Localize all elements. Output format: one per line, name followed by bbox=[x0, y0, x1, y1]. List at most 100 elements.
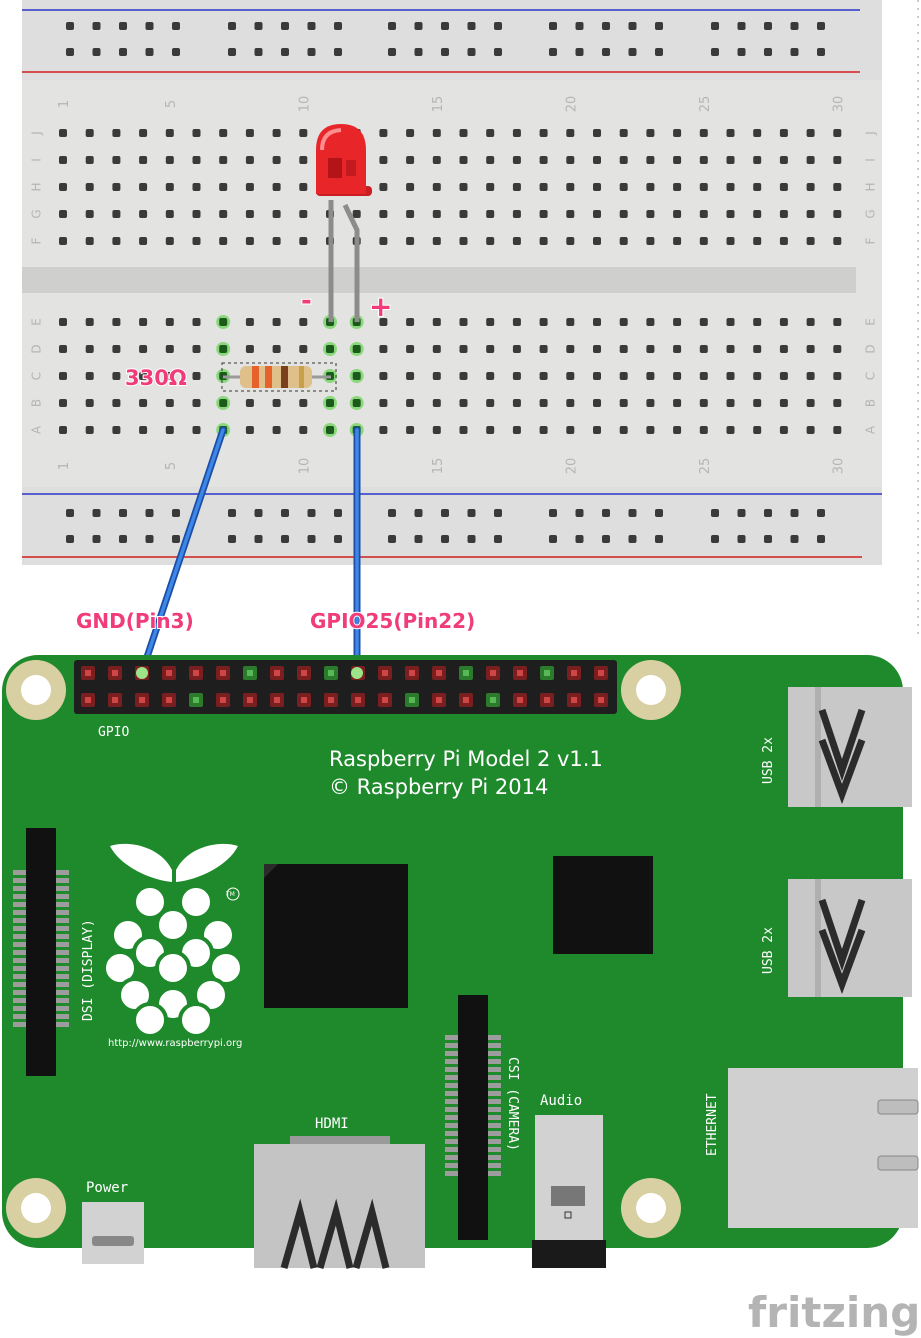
audio-jack-window bbox=[551, 1186, 585, 1206]
dsi-contact bbox=[13, 926, 26, 931]
breadboard-hole bbox=[833, 237, 842, 245]
gpio-pin-connected bbox=[136, 667, 148, 679]
power-rail-hole bbox=[92, 48, 101, 56]
power-rail-hole bbox=[737, 48, 746, 56]
resistor-band-3 bbox=[281, 366, 288, 388]
soc-chip bbox=[264, 864, 408, 1008]
board-title-line2: © Raspberry Pi 2014 bbox=[329, 775, 548, 799]
breadboard-hole bbox=[699, 183, 708, 191]
dsi-contact bbox=[13, 894, 26, 899]
raspberry-berry bbox=[178, 884, 214, 920]
breadboard-hole bbox=[833, 156, 842, 164]
power-rail-hole bbox=[494, 22, 502, 30]
csi-contact bbox=[488, 1067, 501, 1072]
row-letter: E bbox=[30, 318, 44, 326]
breadboard-hole bbox=[699, 129, 708, 137]
breadboard-hole bbox=[85, 129, 94, 137]
breadboard-hole bbox=[192, 318, 201, 326]
resistor-band-2 bbox=[265, 366, 272, 388]
column-number: 10 bbox=[297, 458, 312, 475]
breadboard-hole bbox=[673, 183, 682, 191]
dsi-contact bbox=[13, 990, 26, 995]
breadboard-hole bbox=[272, 156, 281, 164]
dsi-contact bbox=[13, 878, 26, 883]
ethernet-shell bbox=[728, 1068, 918, 1228]
power-rail-hole bbox=[575, 22, 584, 30]
breadboard-hole bbox=[432, 345, 441, 353]
power-rail-hole bbox=[145, 48, 154, 56]
center-channel bbox=[22, 267, 856, 293]
breadboard-hole bbox=[779, 183, 788, 191]
breadboard-hole bbox=[139, 372, 148, 380]
breadboard-hole bbox=[379, 210, 388, 218]
power-rail-hole bbox=[764, 535, 772, 543]
breadboard-hole bbox=[139, 237, 148, 245]
power-rail-hole bbox=[414, 509, 423, 517]
csi-contact bbox=[488, 1051, 501, 1056]
breadboard-hole bbox=[299, 318, 308, 326]
breadboard-hole bbox=[806, 399, 815, 407]
breadboard-hole bbox=[806, 345, 815, 353]
csi-contact bbox=[488, 1043, 501, 1048]
power-rail-hole bbox=[228, 535, 236, 543]
breadboard-hole bbox=[699, 399, 708, 407]
dsi-contact bbox=[13, 950, 26, 955]
csi-contact bbox=[445, 1131, 458, 1136]
power-rail-hole bbox=[790, 22, 799, 30]
gpio-pins bbox=[81, 666, 608, 707]
row-letter: B bbox=[864, 399, 878, 407]
power-rail-hole bbox=[388, 509, 396, 517]
power-rail-hole bbox=[655, 509, 663, 517]
breadboard-hole bbox=[459, 318, 468, 326]
usb-port-2-edge bbox=[815, 879, 821, 997]
breadboard-hole bbox=[219, 156, 228, 164]
breadboard-hole bbox=[699, 426, 708, 434]
breadboard-hole bbox=[352, 372, 361, 380]
breadboard-hole bbox=[112, 318, 121, 326]
breadboard-hole bbox=[699, 210, 708, 218]
breadboard-hole bbox=[459, 129, 468, 137]
power-rail-hole bbox=[790, 535, 799, 543]
breadboard-hole bbox=[406, 372, 415, 380]
row-letter: I bbox=[864, 158, 878, 162]
breadboard-hole bbox=[192, 372, 201, 380]
breadboard-hole bbox=[486, 129, 495, 137]
power-rail-hole bbox=[228, 22, 236, 30]
ethernet-latch bbox=[877, 1099, 919, 1115]
power-rail-hole bbox=[307, 509, 316, 517]
gpio-pin-connected bbox=[351, 667, 363, 679]
breadboard-hole bbox=[245, 399, 254, 407]
breadboard-hole bbox=[619, 237, 628, 245]
breadboard-hole bbox=[539, 426, 548, 434]
breadboard-hole bbox=[539, 237, 548, 245]
breadboard-hole bbox=[59, 183, 67, 191]
breadboard-hole bbox=[245, 426, 254, 434]
breadboard-hole bbox=[566, 156, 575, 164]
gpio-pin-contact bbox=[436, 670, 442, 676]
bottom-power-rail bbox=[22, 487, 882, 565]
power-rail-hole bbox=[737, 535, 746, 543]
breadboard-hole bbox=[512, 183, 521, 191]
breadboard-hole bbox=[139, 129, 148, 137]
breadboard-hole bbox=[619, 183, 628, 191]
hdmi-pins bbox=[290, 1136, 390, 1146]
power-rail-hole bbox=[66, 509, 74, 517]
usb-port-1-edge bbox=[815, 687, 821, 807]
dsi-contact bbox=[56, 942, 69, 947]
breadboard-hole bbox=[139, 345, 148, 353]
breadboard-hole bbox=[646, 426, 655, 434]
led-minus-label: - bbox=[301, 286, 312, 316]
breadboard-hole bbox=[779, 399, 788, 407]
column-number: 25 bbox=[698, 96, 713, 113]
breadboard-hole bbox=[593, 426, 601, 434]
gpio-pin-contact bbox=[85, 670, 91, 676]
column-number: 30 bbox=[831, 458, 846, 475]
hdmi-contact bbox=[316, 1198, 354, 1269]
breadboard-hole bbox=[833, 183, 842, 191]
ethernet-label: ETHERNET bbox=[705, 1093, 720, 1156]
top-power-rail bbox=[22, 0, 882, 80]
breadboard-hole bbox=[512, 318, 521, 326]
breadboard-hole bbox=[726, 183, 735, 191]
mounting-hole-center bbox=[636, 1193, 666, 1223]
power-rail-hole bbox=[119, 509, 127, 517]
